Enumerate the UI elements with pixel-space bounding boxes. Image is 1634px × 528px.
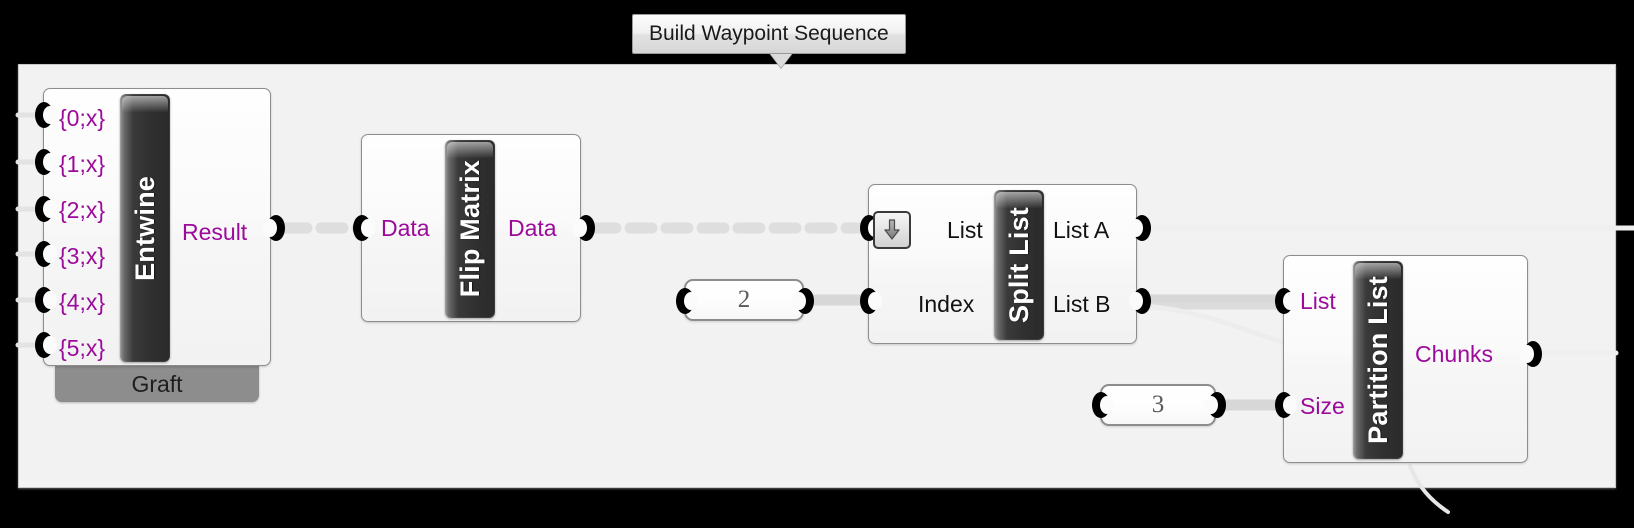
entwine-input-label-4: {4;x}: [59, 289, 106, 315]
node-split-list[interactable]: Split List List Index List A List B: [868, 184, 1137, 344]
splitlist-input-port-index[interactable]: [860, 288, 882, 314]
entwine-input-label-1: {1;x}: [59, 151, 106, 177]
partitionlist-input-port-list[interactable]: [1275, 288, 1297, 314]
flipmatrix-input-label-data: Data: [381, 215, 430, 241]
entwine-output-port-result[interactable]: [263, 215, 285, 241]
splitlist-input-label-list: List: [947, 217, 983, 243]
entwine-input-port-5[interactable]: [35, 332, 57, 358]
number-panel-size-input-port[interactable]: [1092, 392, 1114, 418]
splitlist-output-port-listb[interactable]: [1129, 288, 1151, 314]
node-partition-list-caption[interactable]: Partition List: [1353, 261, 1403, 459]
entwine-input-port-3[interactable]: [35, 241, 57, 267]
entwine-input-port-0[interactable]: [35, 102, 57, 128]
flipmatrix-output-port-data[interactable]: [573, 215, 595, 241]
node-split-list-caption-label: Split List: [1003, 207, 1034, 323]
partitionlist-input-label-list: List: [1300, 288, 1336, 314]
group-title-pointer: [768, 51, 794, 68]
entwine-input-label-0: {0;x}: [59, 105, 106, 131]
entwine-graft-tag[interactable]: Graft: [55, 366, 259, 402]
partitionlist-input-label-size: Size: [1300, 393, 1345, 419]
number-panel-index-output-port[interactable]: [792, 288, 814, 314]
number-panel-size-output-port[interactable]: [1204, 392, 1226, 418]
node-partition-list-caption-label: Partition List: [1362, 276, 1393, 444]
entwine-input-label-3: {3;x}: [59, 243, 106, 269]
splitlist-output-label-listb: List B: [1053, 291, 1111, 317]
number-panel-index[interactable]: 2: [684, 279, 804, 321]
entwine-input-port-2[interactable]: [35, 196, 57, 222]
node-entwine-caption-label: Entwine: [129, 175, 160, 281]
entwine-input-port-4[interactable]: [35, 287, 57, 313]
flatten-arrow-down-icon: [884, 219, 900, 240]
flipmatrix-input-port-data[interactable]: [353, 215, 375, 241]
entwine-input-label-5: {5;x}: [59, 335, 106, 361]
splitlist-output-label-lista: List A: [1053, 217, 1110, 243]
node-flip-matrix[interactable]: Flip Matrix Data Data: [361, 134, 581, 322]
node-split-list-caption[interactable]: Split List: [994, 190, 1044, 340]
entwine-input-label-2: {2;x}: [59, 197, 106, 223]
entwine-output-label-result: Result: [182, 219, 248, 245]
splitlist-input-label-index: Index: [918, 291, 975, 317]
node-entwine[interactable]: Entwine {0;x} {1;x} {2;x} {3;x} {4;x} {5…: [43, 88, 271, 366]
group-title-label[interactable]: Build Waypoint Sequence: [632, 14, 906, 54]
entwine-input-port-1[interactable]: [35, 149, 57, 175]
partitionlist-output-port-chunks[interactable]: [1520, 341, 1542, 367]
node-flip-matrix-caption-label: Flip Matrix: [454, 160, 485, 298]
partitionlist-input-port-size[interactable]: [1275, 392, 1297, 418]
splitlist-flatten-badge[interactable]: [873, 211, 911, 249]
node-partition-list[interactable]: Partition List List Size Chunks: [1283, 255, 1528, 463]
number-panel-index-input-port[interactable]: [676, 288, 698, 314]
number-panel-size[interactable]: 3: [1100, 384, 1216, 426]
flipmatrix-output-label-data: Data: [508, 215, 557, 241]
splitlist-output-port-lista[interactable]: [1129, 215, 1151, 241]
partitionlist-output-label-chunks: Chunks: [1415, 341, 1493, 367]
node-flip-matrix-caption[interactable]: Flip Matrix: [445, 140, 495, 318]
node-entwine-caption[interactable]: Entwine: [120, 94, 170, 362]
